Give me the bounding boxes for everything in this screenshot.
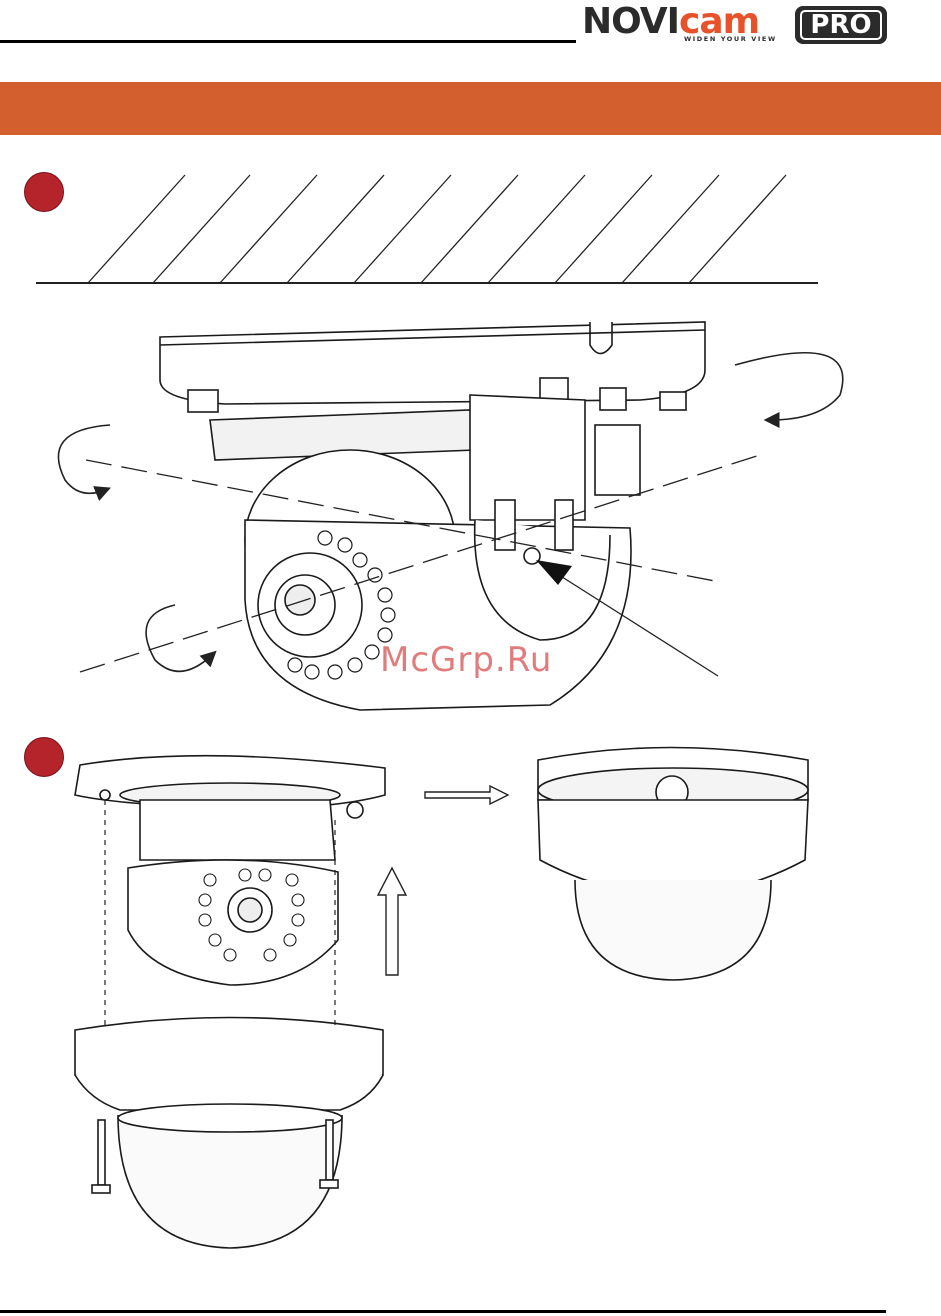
assembly-figure bbox=[75, 748, 808, 1249]
footer-rule bbox=[0, 1310, 886, 1313]
ceiling-hatch bbox=[36, 175, 818, 283]
direction-arrows bbox=[378, 786, 508, 975]
watermark-text: McGrp.Ru bbox=[380, 640, 552, 680]
